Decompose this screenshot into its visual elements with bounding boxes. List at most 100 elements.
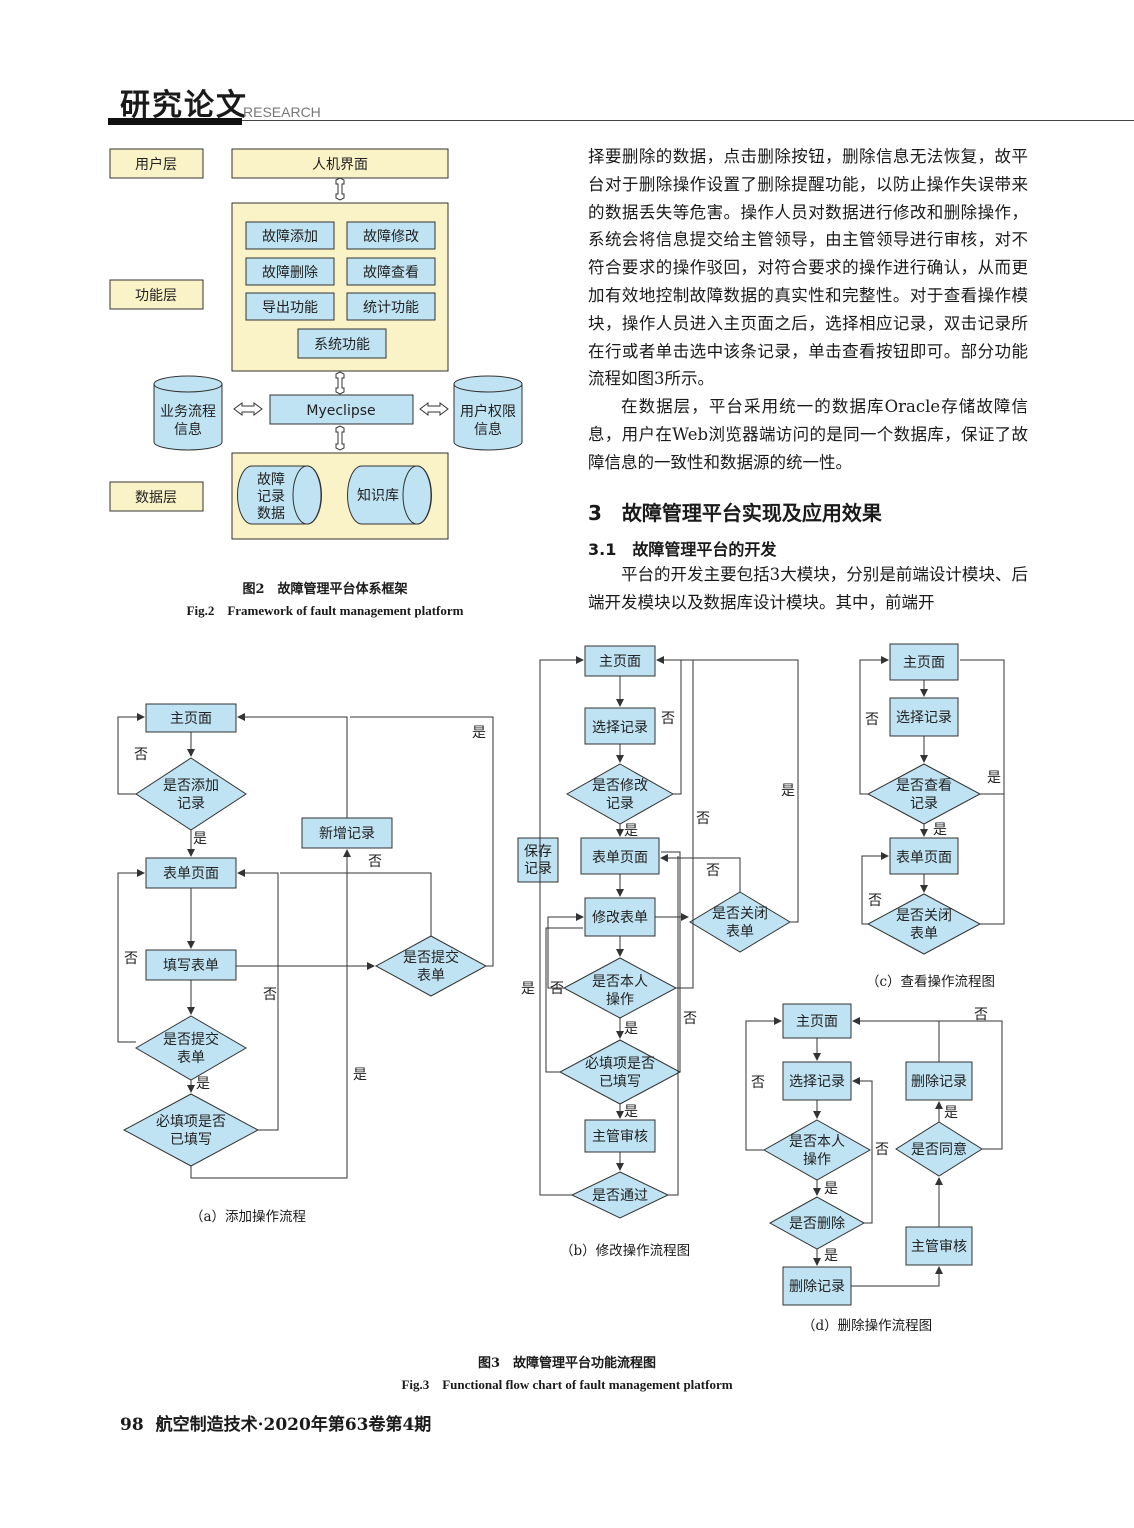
fig3c-caption: （c）查看操作流程图 (866, 974, 996, 990)
c-q-close-2: 表单 (910, 926, 938, 942)
fig3d-caption: （d）删除操作流程图 (802, 1318, 933, 1334)
d-yes-3: 是 (944, 1105, 958, 1121)
c-no-2: 否 (868, 893, 882, 909)
d-yes-2: 是 (824, 1248, 838, 1264)
d-delete2: 删除记录 (911, 1074, 967, 1090)
b-edit: 修改表单 (592, 910, 648, 926)
func-export: 导出功能 (262, 300, 318, 316)
b-yes-5: 是 (624, 1104, 638, 1120)
fault-db-line2: 记录 (257, 489, 285, 505)
a-form: 表单页面 (163, 866, 219, 882)
b-q-self-1: 是否本人 (592, 974, 648, 990)
b-q-self-2: 操作 (606, 992, 634, 1008)
c-q-view-2: 记录 (910, 796, 938, 812)
right-db-line1: 用户权限 (460, 403, 516, 420)
b-home: 主页面 (599, 654, 641, 670)
b-q-modify-2: 记录 (606, 796, 634, 812)
figure-3-caption-cn: 图3 故障管理平台功能流程图 (477, 1356, 657, 1371)
func-add: 故障添加 (262, 229, 318, 245)
figure-3-caption-en: Fig.3 Functional flow chart of fault man… (401, 1377, 733, 1392)
b-q-close-2: 表单 (726, 924, 754, 940)
b-no-2: 否 (696, 811, 710, 827)
func-delete: 故障删除 (262, 265, 318, 281)
b-save-1: 保存 (524, 844, 552, 860)
layer-data-label: 数据层 (135, 490, 177, 506)
subsection-heading: 3.1 故障管理平台的开发 (588, 540, 777, 559)
b-q-modify-1: 是否修改 (592, 778, 648, 794)
section-title: 研究论文 (120, 88, 248, 123)
d-yes-1: 是 (824, 1181, 838, 1197)
body-paragraph-2: 在数据层，平台采用统一的数据库Oracle存储故障信息，用户在Web浏览器端访问… (588, 397, 1028, 472)
a-home: 主页面 (170, 711, 212, 727)
header-rule (242, 120, 1134, 121)
page-footer: 98 航空制造技术·2020年第63卷第4期 (120, 1410, 431, 1435)
func-system: 系统功能 (314, 337, 370, 353)
b-yes-4: 是 (624, 1021, 638, 1037)
a-q-required-2: 已填写 (170, 1132, 212, 1148)
d-q-agree: 是否同意 (911, 1141, 967, 1158)
b-yes-1: 是 (624, 823, 638, 839)
c-home: 主页面 (903, 655, 945, 671)
header-bar (108, 118, 242, 125)
b-no-4: 否 (550, 981, 564, 997)
b-q-required-2: 已填写 (599, 1074, 641, 1090)
a-yes-4: 是 (353, 1067, 367, 1083)
fig3b-caption: （b）修改操作流程图 (560, 1243, 691, 1259)
a-q-submit-2: 表单 (177, 1050, 205, 1066)
figure-2-caption-cn: 图2 故障管理平台体系框架 (242, 582, 408, 597)
d-no-1: 否 (751, 1075, 765, 1091)
left-db-line2: 信息 (174, 421, 202, 438)
b-q-pass: 是否通过 (592, 1188, 648, 1204)
right-db-line2: 信息 (474, 421, 502, 438)
c-no-1: 否 (865, 712, 879, 728)
a-no-4: 否 (263, 987, 277, 1003)
fault-db-line1: 故障 (257, 472, 285, 488)
a-q-submit2-2: 表单 (417, 968, 445, 984)
section-subtitle: RESEARCH (243, 104, 321, 120)
d-q-self-2: 操作 (803, 1152, 831, 1168)
a-new-record: 新增记录 (319, 826, 375, 842)
b-q-close-1: 是否关闭 (712, 906, 768, 922)
d-q-delete: 是否删除 (789, 1216, 845, 1232)
c-q-view-1: 是否查看 (896, 778, 952, 794)
journal-info: 航空制造技术·2020年第63卷第4期 (155, 1415, 432, 1435)
c-q-close-1: 是否关闭 (896, 908, 952, 924)
d-review: 主管审核 (911, 1239, 967, 1255)
myeclipse-label: Myeclipse (306, 403, 375, 419)
b-save-2: 记录 (524, 861, 552, 877)
figure-2-caption-en: Fig.2 Framework of fault management plat… (186, 603, 464, 618)
b-yes-3: 是 (521, 981, 535, 997)
a-q-add-1: 是否添加 (163, 778, 219, 794)
b-form: 表单页面 (592, 850, 648, 866)
a-no-3: 否 (124, 951, 138, 967)
figure-3-diagram: 主页面 是否添加 记录 表单页面 填写表单 是否提交 表单 必填项是否 已填写 … (117, 643, 1005, 1306)
b-no-5: 否 (683, 1011, 697, 1027)
d-delete: 删除记录 (789, 1279, 845, 1295)
layer-user-label: 用户层 (135, 156, 177, 173)
fault-db-line3: 数据 (257, 506, 285, 522)
func-view: 故障查看 (363, 265, 419, 281)
knowledge-db-label: 知识库 (357, 487, 399, 504)
body-paragraph-1: 择要删除的数据，点击删除按钮，删除信息无法恢复，故平台对于删除操作设置了删除提醒… (588, 147, 1028, 389)
a-q-submit-1: 是否提交 (163, 1031, 219, 1048)
b-review: 主管审核 (592, 1129, 648, 1145)
c-yes-2: 是 (933, 822, 947, 838)
d-select: 选择记录 (789, 1074, 845, 1090)
func-stats: 统计功能 (363, 300, 419, 316)
c-select: 选择记录 (896, 710, 952, 726)
a-q-add-2: 记录 (177, 796, 205, 812)
body-paragraph-3: 平台的开发主要包括3大模块，分别是前端设计模块、后端开发模块以及数据库设计模块。… (588, 565, 1028, 612)
layer-function-label: 功能层 (135, 288, 177, 304)
d-home: 主页面 (796, 1014, 838, 1030)
c-yes-1: 是 (987, 770, 1001, 786)
a-no-2: 否 (368, 854, 382, 870)
b-yes-2: 是 (781, 783, 795, 799)
d-no-2: 否 (875, 1142, 889, 1158)
b-no-1: 否 (661, 711, 675, 727)
a-yes-1: 是 (193, 831, 207, 847)
ui-box-label: 人机界面 (312, 157, 368, 173)
figure-2-diagram: 用户层 功能层 数据层 人机界面 故障添加 故障修改 故障删除 故障查看 导出功… (109, 148, 523, 540)
page-number: 98 (120, 1415, 144, 1435)
b-no-3: 否 (706, 863, 720, 879)
a-q-submit2-1: 是否提交 (403, 949, 459, 966)
